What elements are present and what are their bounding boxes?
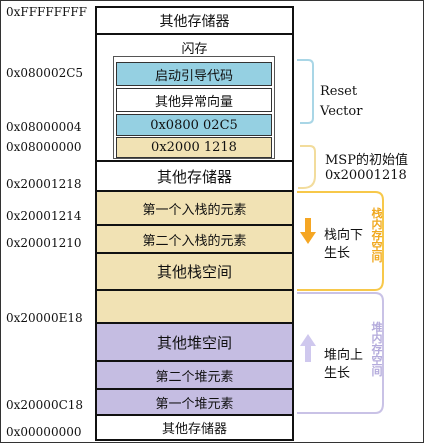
address-label: 0x08000004 bbox=[6, 120, 82, 134]
divider bbox=[97, 388, 292, 390]
heap-direction-label: 堆向上 bbox=[324, 348, 364, 363]
divider bbox=[97, 224, 292, 226]
address-label: 0x20001214 bbox=[6, 209, 82, 223]
stack-space-vertical-label: 栈内存空间 bbox=[371, 207, 383, 264]
ram-other-memory: 其他存储器 bbox=[156, 167, 232, 186]
msp-initial-value: 0x20001218 bbox=[325, 168, 407, 183]
vector-label: Vector bbox=[320, 104, 363, 119]
heap-bracket bbox=[297, 292, 384, 414]
arrow-up-icon bbox=[300, 334, 316, 362]
stack-space: 其他栈空间 bbox=[97, 254, 292, 289]
stack-item-1: 第一个入栈的元素 bbox=[97, 192, 292, 224]
divider bbox=[97, 322, 292, 324]
boot-code-block: 启动引导代码 bbox=[116, 62, 272, 86]
stack-direction-label: 生长 bbox=[324, 246, 351, 261]
top-other-memory: 其他存储器 bbox=[159, 13, 230, 30]
divider bbox=[97, 33, 292, 35]
stack-item-2: 第二个入栈的元素 bbox=[97, 226, 292, 252]
reset-vector-bracket bbox=[297, 59, 314, 124]
stack-direction-label: 栈向下 bbox=[324, 228, 364, 243]
heap-space-vertical-label: 堆内存空间 bbox=[371, 321, 383, 378]
msp-initial-label: MSP的初始值 bbox=[325, 153, 408, 168]
msp-bracket bbox=[298, 145, 316, 189]
heap-item-1: 第一个堆元素 bbox=[97, 390, 292, 414]
heap-direction-label: 生长 bbox=[324, 366, 351, 381]
stack-bracket bbox=[297, 191, 384, 291]
address-label: 0x20000E18 bbox=[6, 311, 83, 325]
address-label: 0x20001218 bbox=[6, 177, 82, 191]
msp-initial-block: 0x2000 1218 bbox=[116, 137, 272, 158]
bottom-other-memory: 其他存储器 bbox=[161, 422, 227, 437]
unused-region bbox=[97, 291, 292, 322]
divider bbox=[97, 160, 292, 162]
heap-item-2: 第二个堆元素 bbox=[97, 362, 292, 388]
divider bbox=[97, 360, 292, 362]
divider bbox=[97, 414, 292, 416]
divider bbox=[97, 252, 292, 254]
address-label: 0xFFFFFFFF bbox=[6, 5, 88, 19]
arrow-down-icon bbox=[300, 218, 316, 244]
heap-space: 其他堆空间 bbox=[97, 324, 292, 360]
reset-label: Reset bbox=[320, 84, 358, 99]
flash-title: 闪存 bbox=[181, 41, 208, 57]
memory-map bbox=[95, 6, 294, 441]
address-label: 0x08000000 bbox=[6, 140, 82, 154]
other-vectors-block: 其他异常向量 bbox=[116, 88, 272, 112]
divider bbox=[97, 289, 292, 291]
address-label: 0x20001210 bbox=[6, 236, 82, 250]
address-label: 0x080002C5 bbox=[6, 66, 84, 80]
divider bbox=[97, 190, 292, 192]
reset-vector-block: 0x0800 02C5 bbox=[116, 114, 272, 136]
address-label: 0x20000C18 bbox=[6, 398, 84, 412]
address-label: 0x00000000 bbox=[6, 425, 82, 439]
